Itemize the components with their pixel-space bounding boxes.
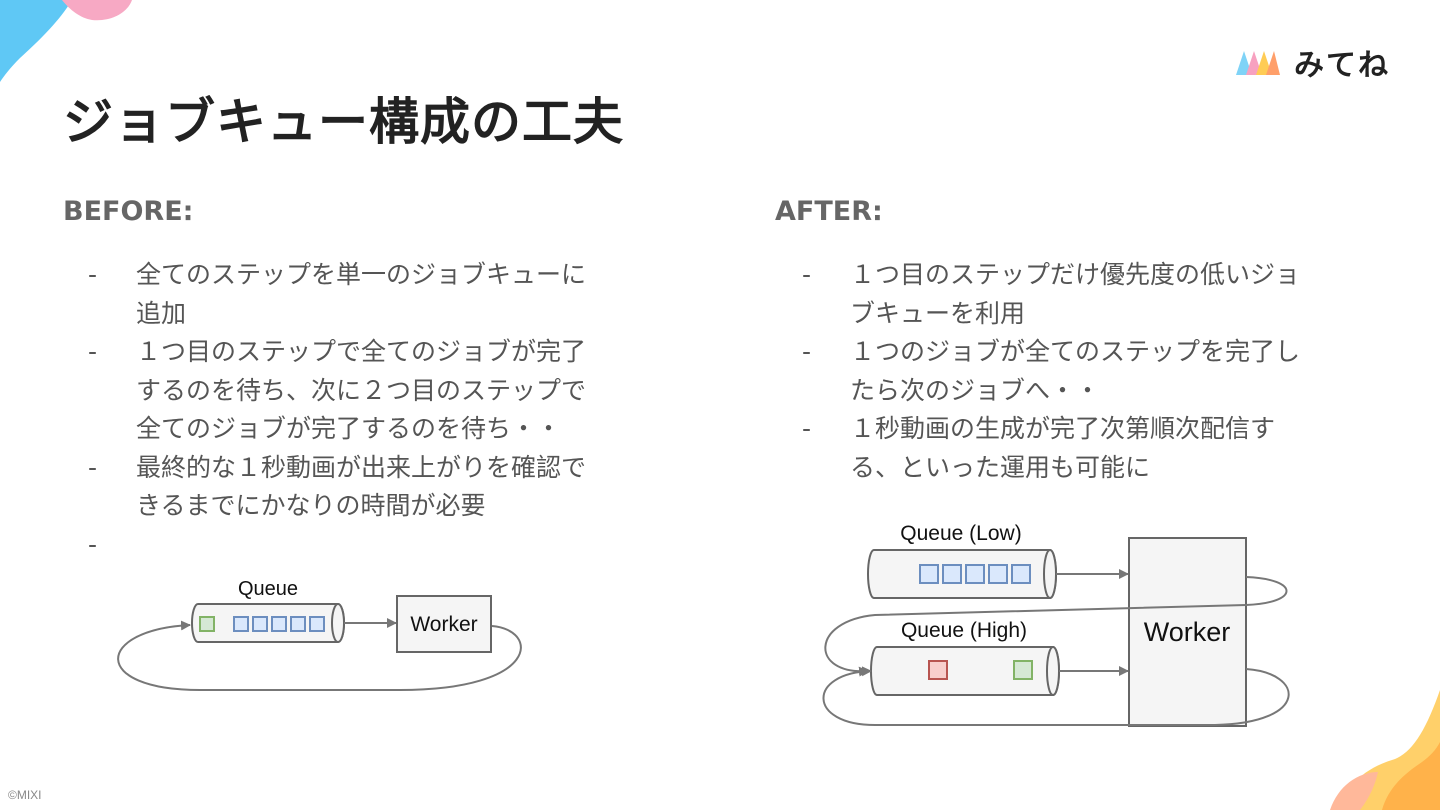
- queue-high-label: Queue (High): [901, 619, 1027, 642]
- after-bullet-list: - １つ目のステップだけ優先度の低いジョブキューを利用 - １つのジョブが全てのステッ…: [778, 256, 1300, 487]
- copyright: ©MIXI: [8, 788, 42, 802]
- queue-high-cylinder: [870, 646, 1060, 696]
- bullet-line: 最終的な１秒動画が出来上がりを確認で: [136, 452, 587, 482]
- bullet-dash: -: [88, 337, 98, 366]
- brand-logo: みてね: [1234, 40, 1390, 84]
- job-item-green: [1013, 660, 1033, 680]
- before-bullet-item: - 全てのステップを単一のジョブキューに追加: [64, 256, 586, 333]
- after-bullet-item: - １つ目のステップだけ優先度の低いジョブキューを利用: [778, 256, 1300, 333]
- before-bullet-item: -: [64, 526, 586, 565]
- bullet-dash: -: [88, 260, 98, 289]
- bullet-dash: -: [88, 529, 98, 559]
- loop-arrow-lower: [822, 666, 1290, 726]
- bullet-line: １つ目のステップで全てのジョブが完了: [136, 337, 587, 366]
- worker-label: Worker: [410, 613, 477, 636]
- bullet-line: 全てのジョブが完了するのを待ち・・: [136, 414, 562, 443]
- queue-label: Queue: [238, 578, 298, 600]
- loop-arrow: [117, 620, 522, 691]
- queue-low-job-items: [919, 564, 1031, 584]
- before-bullet-item: - 最終的な１秒動画が出来上がりを確認できるまでにかなりの時間が必要: [64, 449, 586, 526]
- bullet-line: 追加: [136, 298, 187, 328]
- bullet-line: １つのジョブが全てのステップを完了し: [850, 337, 1301, 366]
- before-diagram: Worker Queue: [117, 578, 522, 691]
- decor-blob-top-left: [0, 0, 132, 82]
- page-title: ジョブキュー構成の工夫: [63, 93, 624, 151]
- bullet-dash: -: [802, 337, 812, 366]
- after-diagram: Queue (Low) Queue (High) Worker: [822, 522, 1290, 727]
- before-bullet-list: - 全てのステップを単一のジョブキューに追加 - １つ目のステップで全てのジョブが完了…: [64, 256, 586, 564]
- after-heading: AFTER:: [775, 196, 883, 227]
- worker-box: [1128, 537, 1247, 727]
- job-item-green: [199, 616, 215, 632]
- bullet-dash: -: [802, 260, 812, 289]
- bullet-line: ブキューを利用: [850, 298, 1026, 328]
- worker-box: [396, 595, 492, 653]
- before-heading: BEFORE:: [63, 196, 194, 227]
- job-items-blue: [233, 616, 325, 632]
- job-item-red: [928, 660, 948, 680]
- after-bullet-item: - １つのジョブが全てのステップを完了したら次のジョブへ・・: [778, 333, 1300, 410]
- bullet-dash: -: [802, 414, 812, 443]
- bullet-line: 全てのステップを単一のジョブキューに: [136, 260, 587, 289]
- bullet-line: １つ目のステップだけ優先度の低いジョ: [850, 260, 1301, 289]
- bullet-line: たら次のジョブへ・・: [850, 375, 1101, 405]
- bullet-line: きるまでにかなりの時間が必要: [136, 491, 486, 520]
- worker-label: Worker: [1144, 617, 1231, 647]
- logo-text: みてね: [1294, 48, 1390, 83]
- bullet-line: る、といった運用も可能に: [850, 452, 1151, 482]
- mitene-logo-icon: [1236, 51, 1280, 75]
- bullet-dash: -: [88, 452, 98, 482]
- bullet-line: するのを待ち、次に２つ目のステップで: [136, 375, 587, 405]
- bullet-line: [136, 526, 586, 565]
- loop-arrow-upper: [824, 576, 1288, 677]
- after-bullet-item: - １秒動画の生成が完了次第順次配信する、といった運用も可能に: [778, 410, 1300, 487]
- queue-low-label: Queue (Low): [900, 522, 1021, 545]
- before-bullet-item: - １つ目のステップで全てのジョブが完了するのを待ち、次に２つ目のステップで全ての…: [64, 333, 586, 449]
- bullet-line: １秒動画の生成が完了次第順次配信す: [850, 414, 1276, 443]
- decor-blob-bottom-right: [1330, 690, 1440, 810]
